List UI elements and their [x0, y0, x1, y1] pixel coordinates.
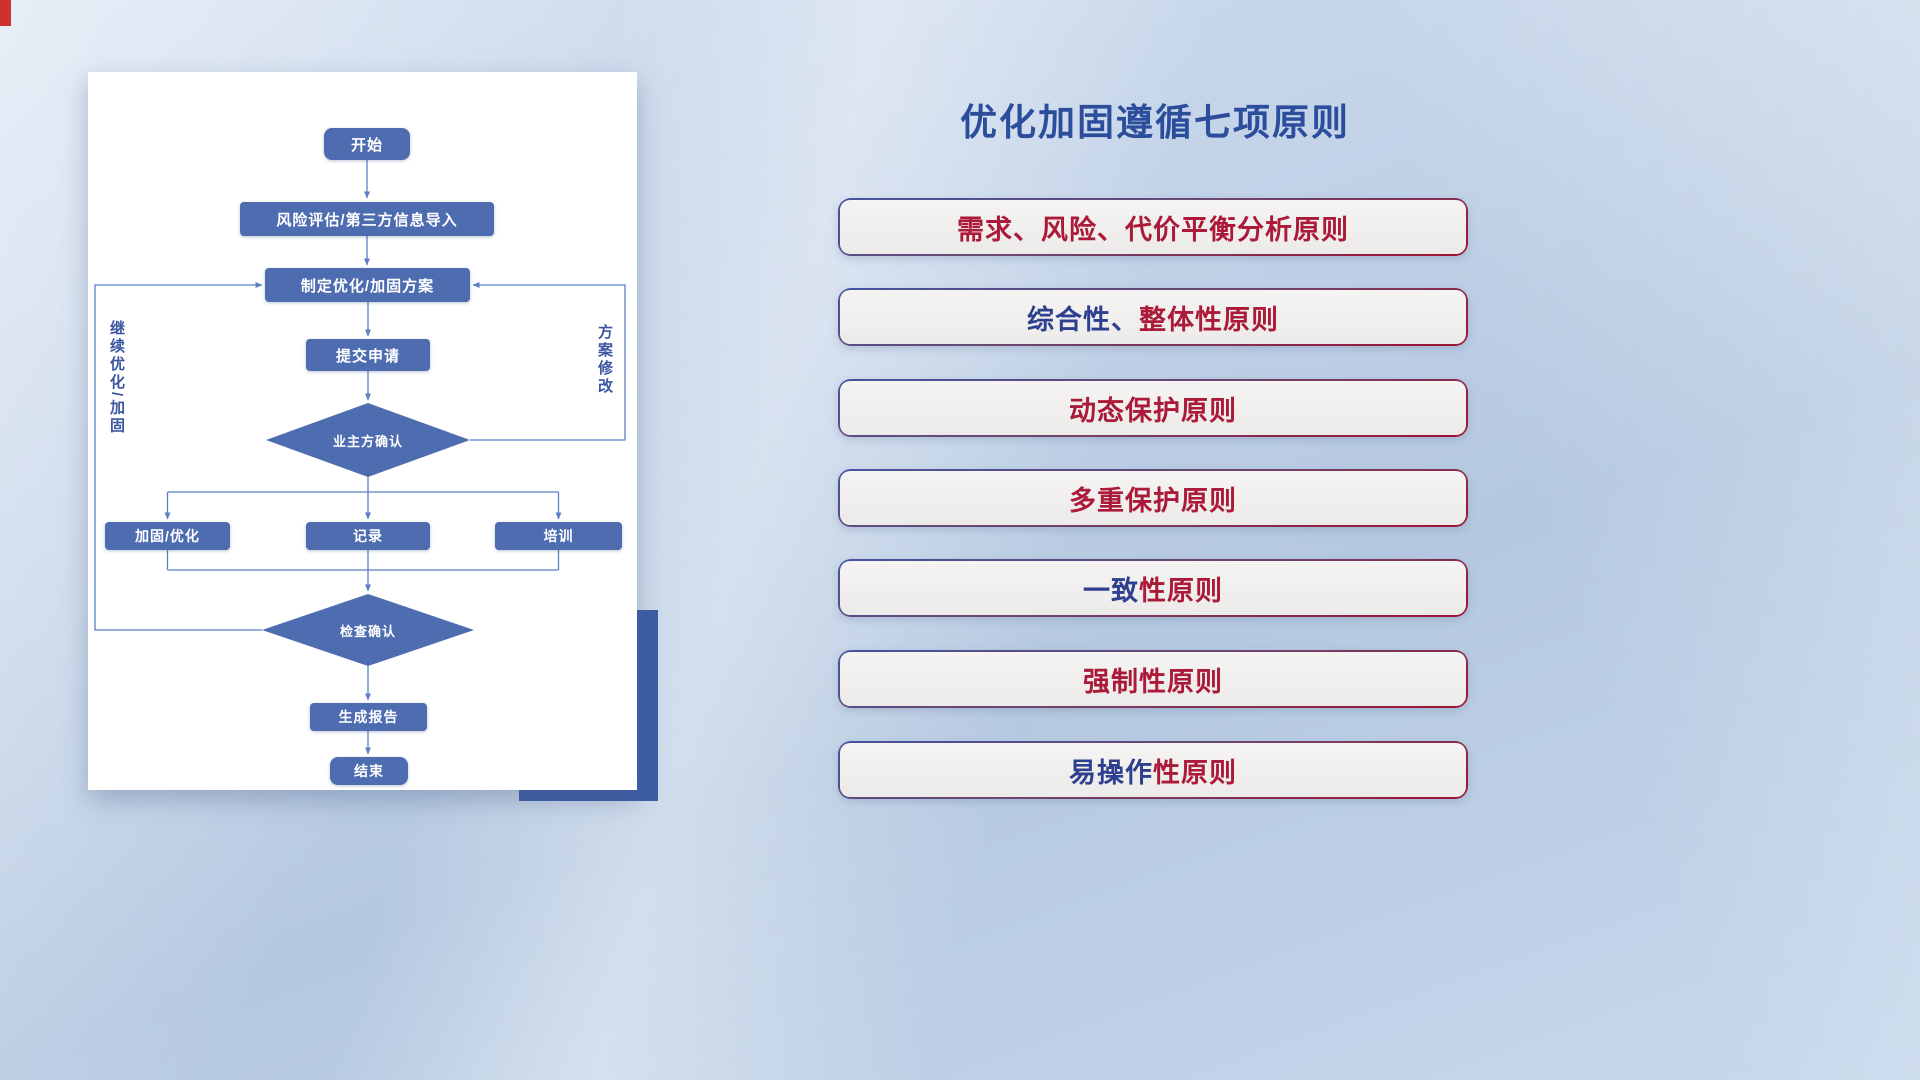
flow-node-train: 培训: [495, 522, 622, 550]
edge-label-plan-modify: 方案修改: [596, 324, 613, 396]
principle-card-2: 综合性、整体性原则: [838, 288, 1468, 346]
principle-card-3: 动态保护原则: [838, 379, 1468, 437]
principle-card-7: 易操作性原则: [838, 741, 1468, 799]
principle-card-6: 强制性原则: [838, 650, 1468, 708]
flow-node-start: 开始: [324, 128, 410, 160]
flow-node-risk-import: 风险评估/第三方信息导入: [240, 202, 494, 236]
principle-card-5: 一致性原则: [838, 559, 1468, 617]
flow-node-submit: 提交申请: [306, 339, 430, 371]
flow-decision-check-confirm-label: 检查确认: [339, 623, 396, 639]
principle-text-5: 一致性原则: [840, 561, 1466, 615]
principle-text-7: 易操作性原则: [840, 743, 1466, 797]
principle-text-1: 需求、风险、代价平衡分析原则: [840, 200, 1466, 254]
page-title: 优化加固遵循七项原则: [960, 102, 1350, 143]
flow-decision-owner-confirm-label: 业主方确认: [332, 433, 403, 449]
flow-node-make-plan: 制定优化/加固方案: [265, 268, 470, 302]
flow-node-report: 生成报告: [310, 703, 427, 731]
principle-card-4: 多重保护原则: [838, 469, 1468, 527]
corner-accent: [0, 0, 11, 26]
flow-node-record: 记录: [306, 522, 430, 550]
flow-node-end: 结束: [330, 757, 408, 785]
flow-node-harden: 加固/优化: [105, 522, 230, 550]
principle-text-6: 强制性原则: [840, 652, 1466, 706]
principle-card-1: 需求、风险、代价平衡分析原则: [838, 198, 1468, 256]
edge-label-continue-optimize: 继续优化/加固: [108, 320, 125, 436]
principle-text-3: 动态保护原则: [840, 381, 1466, 435]
flowchart-card: 开始 风险评估/第三方信息导入 制定优化/加固方案 提交申请 业主方确认 加固/…: [88, 72, 637, 790]
principle-text-2: 综合性、整体性原则: [840, 290, 1466, 344]
flowchart-connectors: [94, 160, 626, 755]
principle-text-4: 多重保护原则: [840, 471, 1466, 525]
